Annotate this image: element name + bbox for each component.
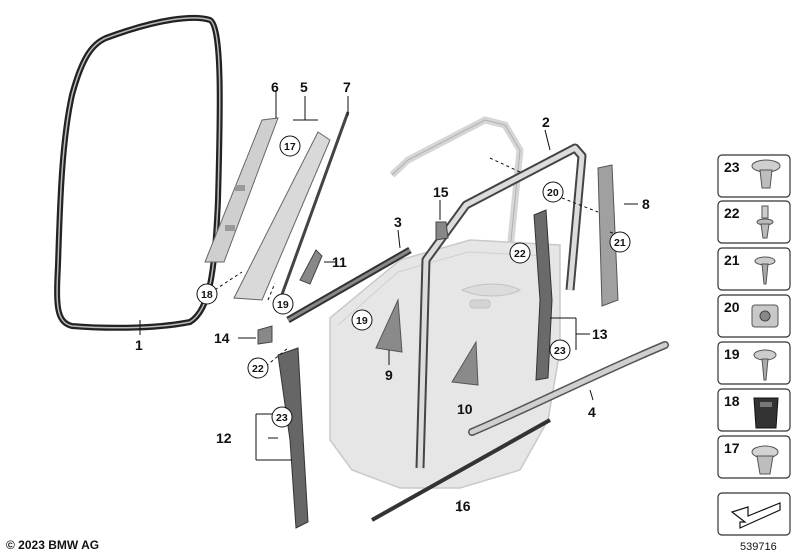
- callout-11: 11: [332, 254, 347, 270]
- outer-moulding-part: [468, 341, 669, 436]
- circled-callout-22a: 22: [509, 242, 531, 264]
- circled-callout-23b: 23: [271, 406, 293, 428]
- screw-with-washer-icon: [754, 256, 776, 285]
- callout-3: 3: [394, 214, 402, 230]
- svg-text:23: 23: [554, 345, 566, 357]
- svg-text:18: 18: [724, 393, 740, 409]
- circled-callout-22b: 22: [247, 357, 269, 379]
- legend-row-22: 22: [717, 200, 791, 244]
- svg-text:20: 20: [547, 187, 559, 199]
- window-channel-part: [415, 143, 587, 469]
- svg-text:22: 22: [514, 248, 526, 260]
- svg-text:23: 23: [724, 159, 740, 175]
- door-body: [329, 116, 561, 489]
- door-seal-part: [54, 14, 223, 331]
- bracket-part-11: [299, 249, 323, 285]
- fastener-legend: 23 22 21 20: [717, 154, 791, 536]
- rubber-grommet-icon: [753, 397, 779, 429]
- pillar-trim-part-6: [204, 117, 279, 263]
- svg-text:17: 17: [724, 440, 740, 456]
- callout-6: 6: [271, 79, 279, 95]
- circled-callout-18: 18: [196, 283, 218, 305]
- belt-strip-part: [286, 246, 412, 324]
- callout-9: 9: [385, 367, 393, 383]
- svg-text:17: 17: [284, 141, 296, 153]
- copyright-notice: © 2023 BMW AG: [6, 538, 100, 552]
- callout-16: 16: [455, 498, 471, 514]
- callout-labels: 1 2 3 4 5 6 7 8 9 10 11 12 13 14 15 16: [135, 79, 650, 514]
- pillar-seal-part-12: [277, 347, 309, 529]
- circled-callout-19a: 19: [272, 293, 294, 315]
- callout-8: 8: [642, 196, 650, 212]
- expanding-rivet-icon: [751, 159, 781, 189]
- callout-2: 2: [542, 114, 550, 130]
- sill-strip-part: [371, 418, 551, 522]
- legend-row-20: 20: [717, 294, 791, 338]
- callout-5: 5: [300, 79, 308, 95]
- pillar-cover-part-8: [597, 164, 619, 307]
- clip-part-15: [435, 221, 449, 241]
- circled-callout-19b: 19: [351, 309, 373, 331]
- callout-7: 7: [343, 79, 351, 95]
- thin-strip-part-7: [278, 111, 350, 301]
- svg-text:22: 22: [252, 363, 264, 375]
- clip-nut-icon: [751, 304, 779, 328]
- pillar-trim-part-5: [233, 131, 331, 301]
- circled-callout-17: 17: [279, 135, 301, 157]
- push-clip-icon: [751, 445, 779, 475]
- svg-text:19: 19: [356, 315, 368, 327]
- circled-callout-20: 20: [542, 181, 564, 203]
- legend-row-17: 17: [717, 435, 791, 479]
- circled-callout-23a: 23: [549, 339, 571, 361]
- legend-row-arrow: [717, 492, 791, 536]
- svg-text:21: 21: [614, 237, 626, 249]
- cap-part-14: [257, 325, 273, 345]
- svg-text:19: 19: [277, 299, 289, 311]
- callout-12: 12: [216, 430, 232, 446]
- svg-text:23: 23: [276, 412, 288, 424]
- plastic-rivet-icon: [756, 205, 774, 239]
- legend-row-19: 19: [717, 341, 791, 385]
- legend-row-18: 18: [717, 388, 791, 432]
- svg-text:20: 20: [724, 299, 740, 315]
- leader-lines: [139, 90, 638, 512]
- flange-screw-icon: [753, 349, 777, 381]
- circled-callouts: 17 18 19 19 20 21 22 22: [196, 135, 631, 428]
- callout-10: 10: [457, 401, 473, 417]
- svg-text:18: 18: [201, 289, 213, 301]
- diagram-id: 539716: [740, 541, 777, 553]
- legend-row-23: 23: [717, 154, 791, 198]
- callout-1: 1: [135, 337, 143, 353]
- callout-14: 14: [214, 330, 230, 346]
- callout-4: 4: [588, 404, 596, 420]
- svg-text:19: 19: [724, 346, 740, 362]
- callout-13: 13: [592, 326, 608, 342]
- svg-text:21: 21: [724, 252, 740, 268]
- circled-callout-21: 21: [609, 231, 631, 253]
- callout-15: 15: [433, 184, 449, 200]
- legend-row-21: 21: [717, 247, 791, 291]
- svg-text:22: 22: [724, 205, 740, 221]
- direction-arrow-icon: [730, 502, 781, 529]
- pillar-seal-part-13: [533, 209, 553, 381]
